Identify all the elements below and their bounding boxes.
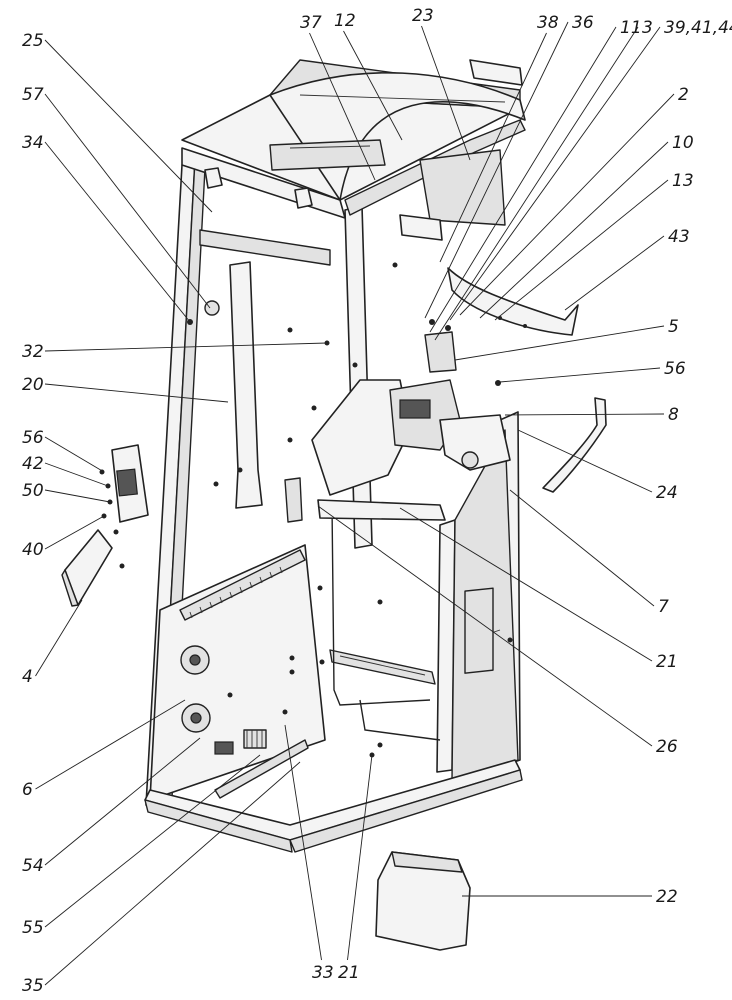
leader-line	[429, 26, 617, 333]
leader-line	[454, 325, 665, 361]
callout-label: 38	[537, 13, 559, 33]
leader-line	[44, 141, 191, 323]
callout-label: 56	[22, 428, 44, 448]
leader-line	[44, 436, 105, 473]
callout-label: 37	[300, 13, 322, 33]
part-24-handle	[542, 397, 607, 493]
leader-line	[35, 699, 186, 790]
leader-line	[317, 505, 653, 747]
callout-label: 36	[572, 13, 594, 33]
leader-line	[517, 429, 653, 493]
front-console	[229, 261, 511, 523]
callout-label: 56	[664, 359, 686, 379]
callout-label: 4	[22, 667, 33, 687]
leader-line	[44, 383, 229, 403]
callout-label: 26	[656, 737, 678, 757]
callout-label: 12	[334, 11, 356, 31]
leader-line	[44, 489, 111, 503]
callout-label: 11	[620, 18, 642, 38]
leader-line	[434, 26, 639, 341]
callout-label: 54	[22, 856, 44, 876]
leader-lines	[35, 21, 675, 986]
leader-line	[479, 141, 669, 319]
callout-label: 42	[22, 454, 44, 474]
leader-line	[284, 724, 322, 961]
leader-line	[44, 754, 261, 928]
part-4-cover	[61, 529, 113, 607]
leader-line	[44, 761, 301, 986]
callout-label: 23	[412, 6, 434, 26]
callout-label: 21	[338, 963, 360, 983]
leader-line	[35, 599, 83, 677]
leader-line	[347, 754, 373, 961]
leader-line	[459, 93, 675, 316]
rail-teeth	[189, 566, 283, 619]
left-small-parts	[99, 444, 149, 569]
callout-label: 55	[22, 918, 44, 938]
callout-label: 25	[22, 31, 44, 51]
leader-line	[399, 507, 653, 662]
callout-label: 21	[656, 652, 678, 672]
callout-label: 3	[642, 18, 653, 38]
callout-label: 2	[678, 85, 689, 105]
callout-label: 43	[668, 227, 690, 247]
callout-label: 32	[22, 342, 44, 362]
callout-label: 20	[22, 375, 44, 395]
leader-line	[504, 413, 665, 416]
cab-frame	[144, 159, 523, 853]
callout-label: 7	[658, 597, 669, 617]
callout-label: 50	[22, 481, 44, 501]
leader-line	[343, 30, 403, 141]
callout-label: 5	[668, 317, 679, 337]
leader-line	[44, 93, 211, 309]
leader-line	[424, 21, 569, 319]
part-57-washer	[204, 300, 220, 316]
callout-label: 40	[22, 540, 44, 560]
leader-line	[44, 39, 213, 213]
leader-line	[494, 179, 669, 321]
leader-line	[44, 462, 109, 487]
leader-line	[509, 489, 655, 607]
callout-label: 34	[22, 133, 44, 153]
leader-line	[499, 367, 661, 383]
part-43-bracket	[447, 267, 579, 336]
callout-label: 24	[656, 483, 678, 503]
callout-label: 33	[312, 963, 334, 983]
callout-label: 8	[668, 405, 679, 425]
leader-line	[44, 515, 105, 550]
leader-line	[44, 342, 328, 352]
callout-label: 6	[22, 780, 33, 800]
roof-assembly	[181, 59, 526, 266]
side-vents	[214, 729, 267, 755]
leader-line	[439, 32, 547, 263]
part-22-cushion	[375, 851, 471, 951]
part-5-switch	[424, 319, 457, 373]
leader-line	[44, 737, 201, 866]
callout-label: 13	[672, 171, 694, 191]
callout-label: 22	[656, 887, 678, 907]
leader-line	[449, 26, 661, 321]
leader-line	[309, 32, 376, 181]
part-56-bolt	[495, 380, 501, 386]
leader-line	[421, 25, 471, 161]
callout-label: 10	[672, 133, 694, 153]
callout-label: 35	[22, 976, 44, 996]
callout-label: 57	[22, 85, 44, 105]
leader-line	[564, 235, 665, 311]
callout-label: 39,41,44	[664, 18, 732, 38]
